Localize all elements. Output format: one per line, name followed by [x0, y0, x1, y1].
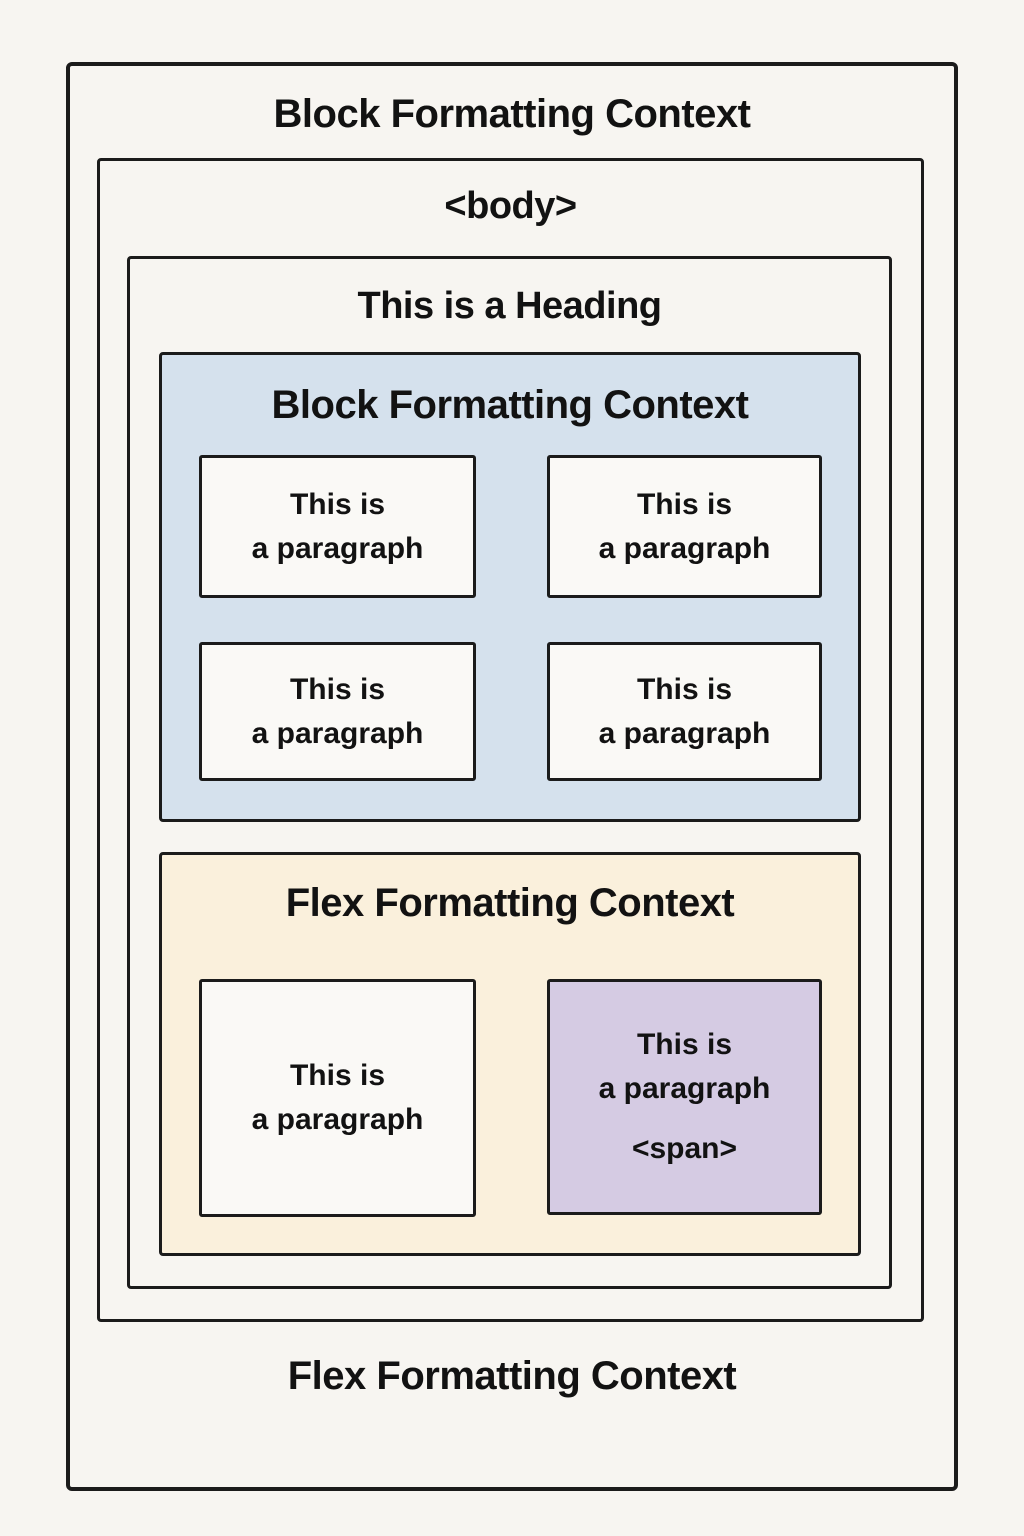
- paragraph-box: This is a paragraph: [199, 642, 476, 781]
- flex-formatting-context-region: Flex Formatting Context This is a paragr…: [159, 852, 861, 1256]
- paragraph-line: This is: [289, 487, 386, 521]
- paragraph-line: a paragraph: [598, 531, 771, 565]
- paragraph-box: This is a paragraph: [547, 642, 822, 781]
- outer-box-footer-label: Flex Formatting Context: [287, 1354, 737, 1398]
- body-tag-label: <body>: [444, 185, 577, 227]
- paragraph-line: This is: [636, 672, 733, 706]
- paragraph-line: a paragraph: [598, 716, 771, 750]
- paragraph-line: a paragraph: [251, 716, 424, 750]
- outer-block-formatting-context-box: Block Formatting Context <body> This is …: [66, 62, 958, 1491]
- paragraph-line: This is: [289, 1059, 386, 1092]
- paragraph-line: a paragraph: [251, 531, 424, 565]
- paragraph-line: This is: [636, 487, 733, 521]
- block-formatting-context-region: Block Formatting Context This is a parag…: [159, 352, 861, 822]
- paragraph-line: a paragraph: [598, 1072, 771, 1105]
- block-context-title: Block Formatting Context: [271, 383, 749, 427]
- flex-context-title: Flex Formatting Context: [285, 881, 735, 925]
- span-tag-label: <span>: [631, 1132, 738, 1165]
- body-element-box: <body> This is a Heading Block Formattin…: [97, 158, 924, 1322]
- paragraph-line: This is: [289, 672, 386, 706]
- flex-paragraph-box: This is a paragraph: [199, 979, 476, 1217]
- paragraph-box: This is a paragraph: [199, 455, 476, 598]
- paragraph-line: a paragraph: [251, 1103, 424, 1136]
- flex-span-paragraph-box: This is a paragraph <span>: [547, 979, 822, 1215]
- heading-element-box: This is a Heading Block Formatting Conte…: [127, 256, 892, 1289]
- paragraph-line: This is: [636, 1028, 733, 1061]
- heading-title: This is a Heading: [357, 285, 662, 327]
- paragraph-box: This is a paragraph: [547, 455, 822, 598]
- outer-box-title: Block Formatting Context: [273, 92, 751, 136]
